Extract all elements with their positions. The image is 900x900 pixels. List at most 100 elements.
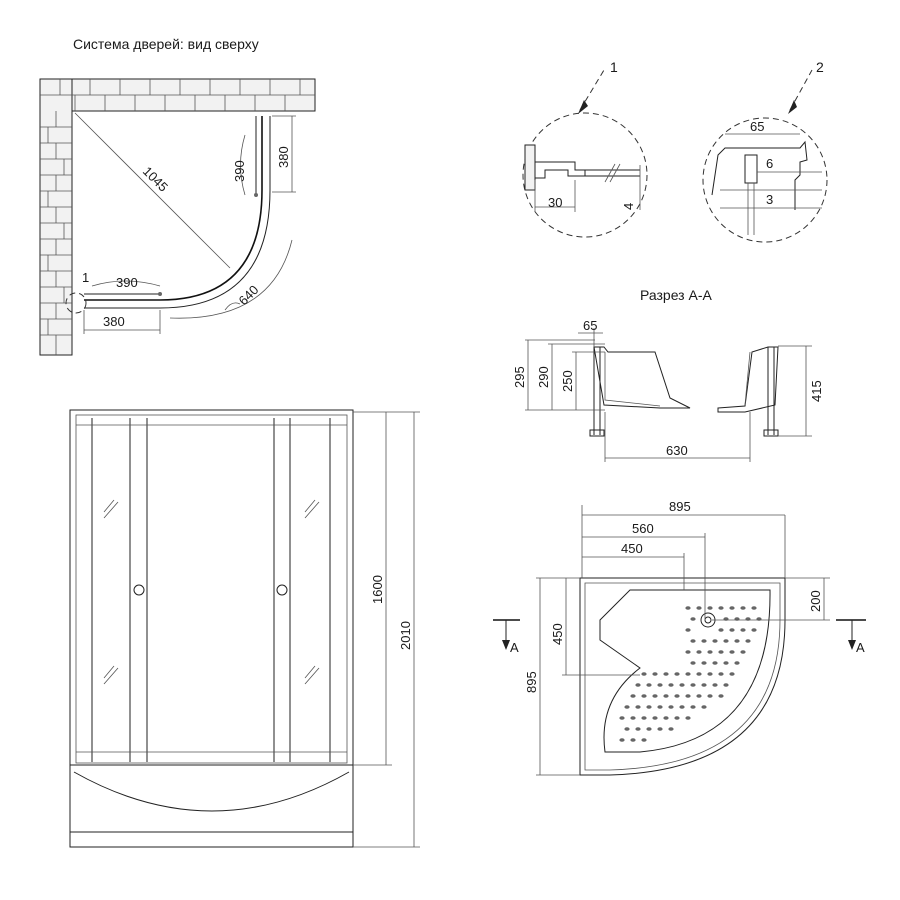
tray-dot bbox=[619, 738, 625, 742]
front-tray bbox=[69, 764, 354, 848]
detail-1-profile bbox=[534, 161, 586, 179]
front-frame-outer bbox=[69, 409, 354, 766]
tray-outer bbox=[579, 577, 786, 776]
tray-dot bbox=[668, 727, 674, 731]
arc-swing bbox=[224, 302, 241, 311]
tray-dot bbox=[657, 705, 663, 709]
tray-dot bbox=[624, 727, 630, 731]
tray-dot bbox=[701, 639, 707, 643]
tray-dim-895-side: 895 bbox=[524, 671, 539, 693]
tray-dot bbox=[696, 650, 702, 654]
tray-outer-inner bbox=[584, 582, 781, 771]
detail-2-circle bbox=[702, 117, 828, 243]
tray-dot bbox=[740, 628, 746, 632]
section-mark-left-label: A bbox=[510, 640, 519, 655]
door-swing-bottom bbox=[91, 280, 161, 287]
tray-dot bbox=[652, 672, 658, 676]
door-handle-right bbox=[276, 584, 288, 596]
top-view-title: Система дверей: вид сверху bbox=[73, 36, 259, 52]
tray-dot bbox=[646, 683, 652, 687]
tray-dim-560: 560 bbox=[632, 521, 654, 536]
detail-1-circle bbox=[522, 112, 648, 238]
tray-dot bbox=[646, 727, 652, 731]
top-callout-1: 1 bbox=[82, 270, 89, 285]
tray-dot bbox=[751, 606, 757, 610]
section-mark-right-label: A bbox=[856, 640, 865, 655]
door-swing-right bbox=[240, 134, 246, 196]
tray-dot bbox=[641, 672, 647, 676]
tray-dot bbox=[630, 738, 636, 742]
section-mark-right: A bbox=[836, 619, 866, 655]
brick-joints-top bbox=[40, 79, 315, 111]
tray-dot bbox=[685, 716, 691, 720]
front-dim-1600: 1600 bbox=[370, 575, 385, 604]
hinge-bottom bbox=[158, 292, 162, 296]
tray-dot bbox=[641, 716, 647, 720]
tray-dot bbox=[696, 606, 702, 610]
tray-dot bbox=[734, 639, 740, 643]
tray-dot bbox=[641, 738, 647, 742]
tray-dot bbox=[663, 672, 669, 676]
dim-arc: 640 bbox=[236, 282, 262, 308]
detail-1-leader bbox=[579, 69, 605, 111]
detail-1-width: 30 bbox=[548, 195, 562, 210]
tray-dot bbox=[674, 716, 680, 720]
detail-2-number: 2 bbox=[816, 59, 824, 75]
tray-dot bbox=[674, 672, 680, 676]
dim-panel-h: 380 bbox=[103, 314, 125, 329]
tray-drain-inner bbox=[704, 616, 712, 624]
tray-dot bbox=[707, 650, 713, 654]
tray-dot bbox=[641, 694, 647, 698]
break-mark bbox=[609, 163, 621, 183]
tray-dot bbox=[657, 683, 663, 687]
tray-dot bbox=[745, 639, 751, 643]
section-foot-left bbox=[589, 429, 605, 437]
tray-dot bbox=[646, 705, 652, 709]
tray-dot bbox=[674, 694, 680, 698]
brick-joints-left bbox=[40, 111, 72, 355]
tray-dot bbox=[630, 716, 636, 720]
section-tray-left bbox=[593, 346, 691, 409]
tray-dot bbox=[635, 727, 641, 731]
tray-dot bbox=[685, 606, 691, 610]
section-group: Разрез А-А 65 295 290 250 415 bbox=[512, 287, 824, 462]
tray-dot bbox=[668, 705, 674, 709]
tray-dot bbox=[624, 705, 630, 709]
hinge-right bbox=[254, 193, 258, 197]
tray-dot bbox=[723, 639, 729, 643]
tray-dot bbox=[723, 683, 729, 687]
dim-arc-line bbox=[169, 239, 293, 319]
tray-dot bbox=[690, 661, 696, 665]
tray-dot bbox=[707, 694, 713, 698]
section-dim-295: 295 bbox=[512, 366, 527, 388]
tray-dim-450-side: 450 bbox=[550, 623, 565, 645]
tray-dot bbox=[619, 716, 625, 720]
dim-diagonal: 1045 bbox=[140, 164, 171, 195]
section-foot-right bbox=[763, 429, 779, 437]
break-mark bbox=[604, 163, 616, 183]
tray-dot bbox=[707, 606, 713, 610]
tray-dot bbox=[663, 716, 669, 720]
tray-dot bbox=[718, 650, 724, 654]
leader-arrow bbox=[788, 100, 797, 114]
tray-dot bbox=[668, 683, 674, 687]
section-tray-right bbox=[717, 346, 779, 413]
section-dim-630: 630 bbox=[666, 443, 688, 458]
tray-dot bbox=[712, 661, 718, 665]
tray-dot bbox=[685, 650, 691, 654]
detail-2-step-2: 3 bbox=[766, 192, 773, 207]
door-handle-left bbox=[133, 584, 145, 596]
section-title: Разрез А-А bbox=[640, 287, 712, 303]
tray-dim-895-top: 895 bbox=[669, 499, 691, 514]
callout-circle-1 bbox=[65, 292, 87, 314]
glass-reflections bbox=[103, 499, 320, 685]
detail-2-group: 2 65 6 3 bbox=[702, 59, 828, 243]
tray-dot bbox=[690, 639, 696, 643]
detail-2-profile bbox=[711, 140, 808, 210]
tray-dot bbox=[652, 716, 658, 720]
tray-dot bbox=[712, 639, 718, 643]
tray-dot bbox=[635, 683, 641, 687]
tray-dot bbox=[690, 617, 696, 621]
detail-1-thickness: 4 bbox=[621, 203, 636, 210]
tray-dot bbox=[701, 705, 707, 709]
